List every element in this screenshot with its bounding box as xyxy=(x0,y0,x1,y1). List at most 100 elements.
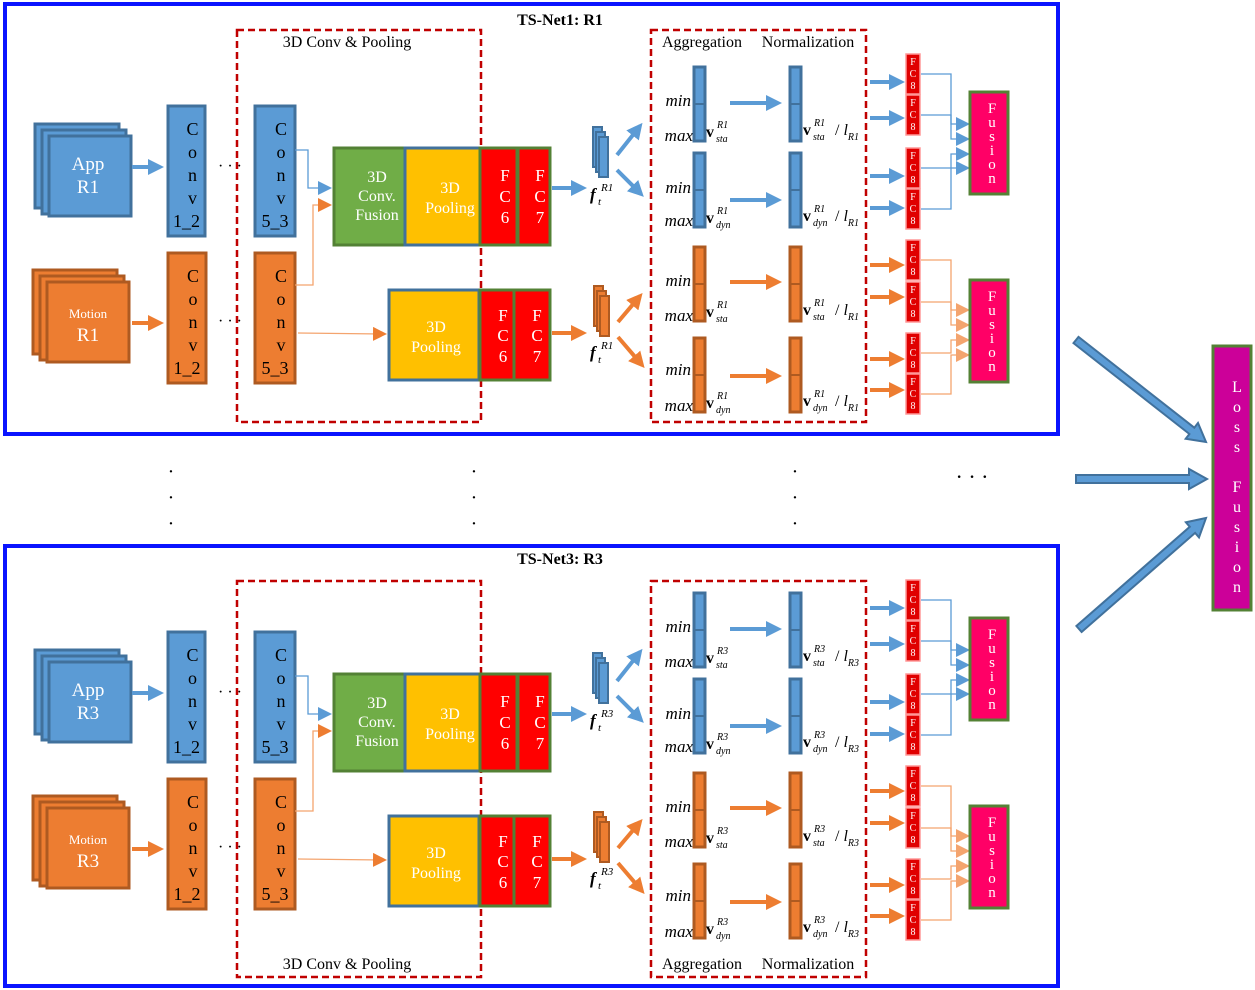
fusion-letter: o xyxy=(988,871,996,887)
fc8-letter: F xyxy=(910,192,916,203)
v-symbol: v xyxy=(706,650,714,667)
motion-input-stack-front xyxy=(45,280,131,364)
fc6-block-letter: 6 xyxy=(499,873,508,892)
motion-conv1-2-letter: v xyxy=(189,861,198,881)
arrow xyxy=(615,168,644,197)
arrow xyxy=(921,161,970,210)
fc8-letter: 8 xyxy=(911,267,916,278)
pooling-label: Pooling xyxy=(425,200,475,217)
arrow xyxy=(616,861,645,895)
loss-fusion-letter: F xyxy=(1233,479,1242,496)
motion-conv5-3-letter: n xyxy=(277,312,286,332)
fusion-box xyxy=(968,90,1010,196)
slash: / xyxy=(835,734,840,751)
subscript: t xyxy=(598,722,602,734)
fusion-letter: n xyxy=(988,359,996,375)
fc8-block: FC8 xyxy=(905,620,921,662)
vertical-ellipsis: · xyxy=(471,487,478,509)
motion-conv5-3-box xyxy=(253,251,297,385)
motion-conv5-3-letter: C xyxy=(275,792,287,812)
fc8-block: FC8 xyxy=(905,373,921,415)
fc7-block-letter: F xyxy=(535,692,544,711)
fc8-letter: C xyxy=(910,163,917,174)
arrow xyxy=(921,73,970,131)
conv-fusion-label: Conv. xyxy=(358,188,396,205)
max-label: max xyxy=(665,652,694,671)
fusion-letter: i xyxy=(990,669,994,685)
fc8-letter: C xyxy=(910,636,917,647)
fc6-block: FC6 xyxy=(478,288,516,382)
fc8-letter: C xyxy=(910,874,917,885)
pooling-label: Pooling xyxy=(425,726,475,743)
fc6-block-letter: F xyxy=(498,306,507,325)
motion-conv1-2-letter: C xyxy=(187,792,199,812)
motion-input-stack-front xyxy=(45,806,131,890)
fc8-letter: C xyxy=(910,389,917,400)
slash: / xyxy=(835,302,840,319)
app-conv5-3-letter: o xyxy=(277,668,286,688)
fc8-box xyxy=(905,373,921,415)
v-symbol: v xyxy=(803,828,811,845)
fc8-letter: F xyxy=(910,57,916,68)
v-symbol: v xyxy=(803,393,811,410)
subscript: sta xyxy=(716,840,728,851)
max-label: max xyxy=(665,211,694,230)
fc7-block-box xyxy=(512,814,552,908)
loss-fusion-arrow xyxy=(1075,467,1210,491)
vertical-ellipsis: · xyxy=(792,513,799,535)
arrow xyxy=(921,348,970,395)
app-conv5-3-index: 5_3 xyxy=(262,211,289,231)
min-label: min xyxy=(666,886,692,905)
subscript: dyn xyxy=(716,746,730,757)
fc8-letter: F xyxy=(910,377,916,388)
motion-conv1-2-letter: o xyxy=(189,289,198,309)
superscript: R1 xyxy=(813,298,825,309)
l-symbol: l xyxy=(843,122,848,139)
fc8-letter: 8 xyxy=(911,607,916,618)
v-symbol: v xyxy=(803,734,811,751)
fc7-block: FC7 xyxy=(516,672,552,773)
fc7-block-letter: 7 xyxy=(536,734,545,753)
vertical-ellipsis: · xyxy=(471,513,478,535)
fc8-letter: F xyxy=(910,243,916,254)
app-conv1-2-letter: v xyxy=(188,714,197,734)
panel-title: TS-Net1: R1 xyxy=(517,12,603,29)
subscript: sta xyxy=(716,660,728,671)
fc7-block: FC7 xyxy=(512,814,552,908)
conv-pooling-label: 3D Conv & Pooling xyxy=(283,956,411,973)
motion-conv1-2-index: 1_2 xyxy=(174,358,201,378)
fc7-block-letter: F xyxy=(535,166,544,185)
v-symbol: v xyxy=(803,648,811,665)
fc8-letter: 8 xyxy=(911,401,916,412)
arrow xyxy=(295,198,332,286)
min-label: min xyxy=(666,271,692,290)
app-conv1-2-index: 1_2 xyxy=(173,737,200,757)
l-symbol: l xyxy=(843,919,848,936)
arrow xyxy=(921,599,970,657)
aggregation-normalization-region xyxy=(649,28,868,424)
f-symbol: f xyxy=(590,185,598,204)
slash: / xyxy=(835,208,840,225)
fc8-block: FC8 xyxy=(905,239,921,281)
min-label: min xyxy=(666,360,692,379)
app-conv1-2-index: 1_2 xyxy=(173,211,200,231)
v-symbol: v xyxy=(803,208,811,225)
motion-fusion-block: Fusion xyxy=(968,804,1010,910)
fc8-letter: C xyxy=(910,69,917,80)
panel-title: TS-Net3: R3 xyxy=(517,551,603,568)
subscript: sta xyxy=(813,658,825,669)
fusion-box xyxy=(968,804,1010,910)
fusion-letter: u xyxy=(988,641,996,657)
fusion-letter: i xyxy=(990,143,994,159)
arrow xyxy=(921,673,970,695)
